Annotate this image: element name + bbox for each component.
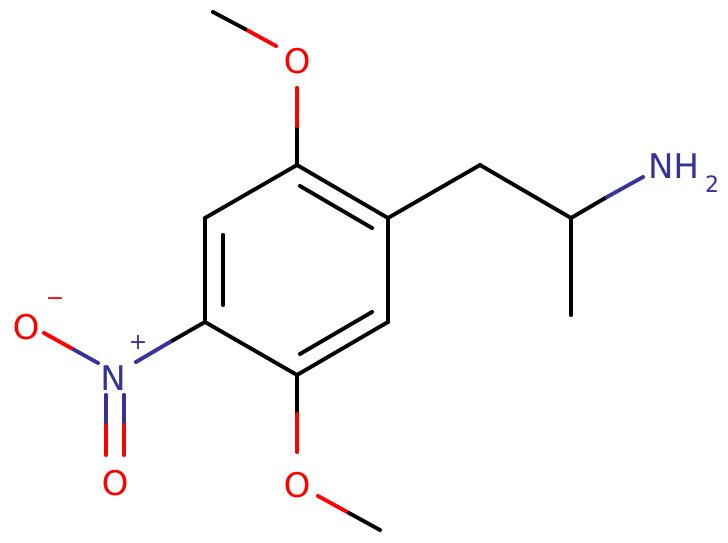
- bond: [316, 494, 351, 515]
- atom-o-methoxy-top: O: [284, 42, 311, 82]
- atom-o-methoxy-bottom: O: [284, 466, 311, 506]
- bond: [203, 320, 299, 377]
- bond: [203, 163, 299, 220]
- atom-amine-subscript: 2: [705, 173, 719, 198]
- bond: [211, 10, 247, 31]
- bond: [295, 163, 390, 220]
- bond: [569, 195, 609, 220]
- atom-nitro-n: N: [100, 359, 125, 399]
- atom-nitro-o-double: O: [102, 464, 129, 504]
- atom-nitro-o-single: O: [13, 308, 40, 348]
- bond: [478, 163, 573, 220]
- bond: [69, 346, 100, 365]
- nitro-o-negative-charge: −: [46, 286, 64, 311]
- nitro-positive-charge: +: [129, 330, 147, 355]
- bond: [347, 511, 382, 532]
- bond: [42, 331, 73, 350]
- bond: [243, 27, 278, 48]
- bond: [605, 175, 645, 199]
- atom-amine: NH: [648, 147, 699, 187]
- double-bond-inner: [298, 184, 374, 230]
- bond: [134, 340, 172, 364]
- bond: [168, 320, 207, 344]
- bond: [386, 163, 482, 220]
- bond: [295, 320, 390, 377]
- double-bond-inner: [298, 310, 374, 356]
